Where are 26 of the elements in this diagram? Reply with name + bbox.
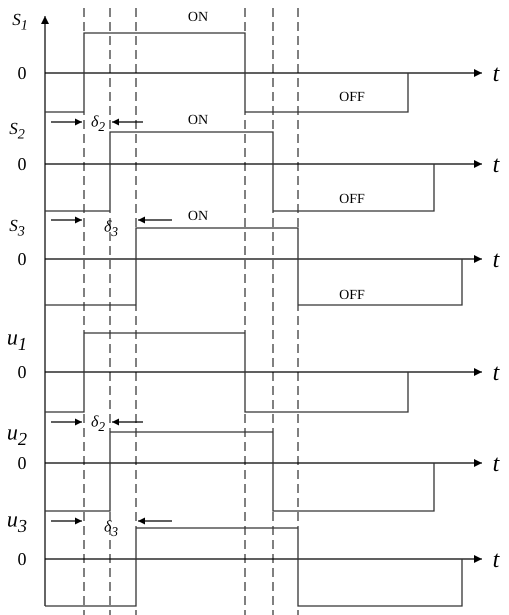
zero-label: 0 (18, 363, 26, 381)
zero-label: 0 (18, 454, 26, 472)
zero-label: 0 (18, 550, 26, 568)
axis-label: t (492, 548, 500, 572)
axis-label: t (492, 248, 500, 272)
axis-label: t (492, 452, 500, 476)
state-label: ON (188, 11, 208, 25)
state-label: ON (188, 114, 208, 128)
delay-label: δ$_{2}$ (90, 414, 106, 434)
axis-label: t (492, 153, 500, 177)
state-label: OFF (339, 91, 365, 105)
zero-label: 0 (18, 250, 26, 268)
signal-name: S$_{3}$ (9, 217, 25, 239)
state-label: OFF (339, 289, 365, 303)
signal-name: u$_{1}$ (6, 326, 28, 354)
signal-name: S$_{1}$ (12, 11, 28, 33)
delay-label: δ$_{2}$ (90, 114, 106, 134)
axis-label: t (492, 62, 500, 86)
state-label: OFF (339, 193, 365, 207)
zero-label: 0 (18, 64, 26, 82)
signal-name: u$_{3}$ (6, 508, 28, 536)
zero-label: 0 (18, 155, 26, 173)
state-label: ON (188, 210, 208, 224)
axis-label: t (492, 361, 500, 385)
signal-name: u$_{2}$ (6, 422, 28, 448)
signal-name: S$_{2}$ (9, 120, 25, 142)
